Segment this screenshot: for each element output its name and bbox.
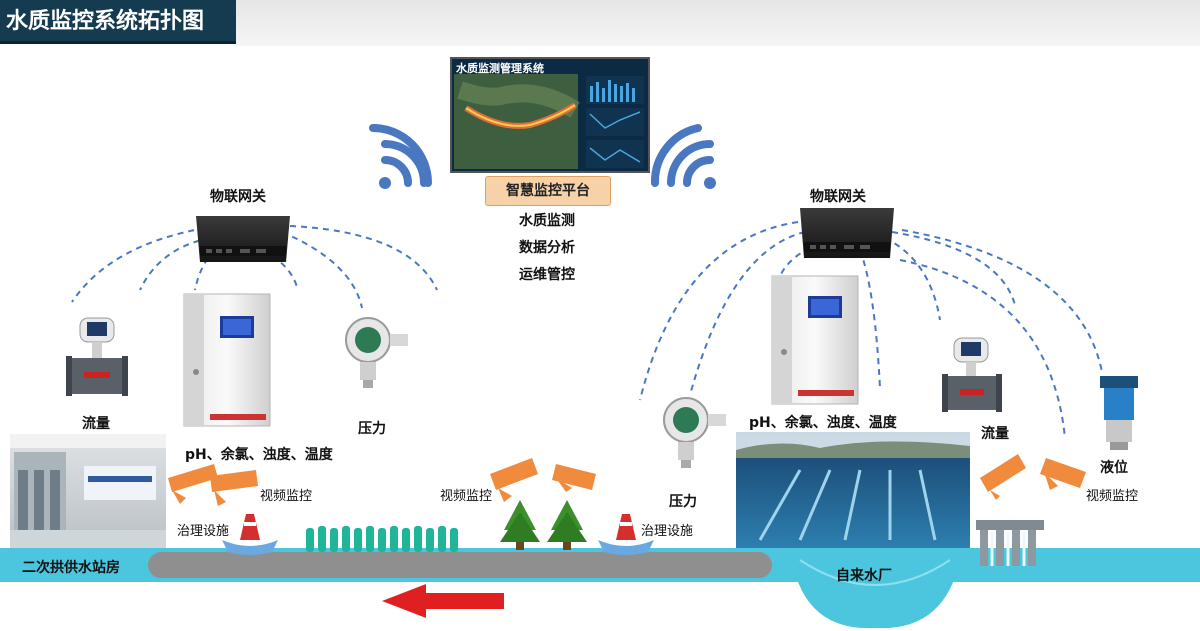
right-params-label: pH、余氯、浊度、温度	[749, 415, 897, 431]
camera-icon	[980, 454, 1026, 500]
left-pressure-label: 压力	[358, 421, 386, 437]
pressure-gauge-icon	[345, 317, 408, 388]
page-title: 水质监控系统拓扑图	[0, 0, 236, 44]
water-plant-photo	[736, 432, 970, 548]
middle-pressure-label: 压力	[669, 494, 697, 510]
left-gateway-label: 物联网关	[210, 189, 266, 205]
gateway-icon	[800, 208, 894, 258]
pressure-gauge-icon	[663, 397, 726, 468]
gateway-icon	[196, 216, 290, 262]
intake-structure	[976, 520, 1044, 566]
level-sensor-icon	[1100, 376, 1138, 450]
wifi-icon	[650, 124, 716, 189]
right-flow-label: 流量	[981, 426, 1009, 442]
signal-links-right	[639, 221, 1103, 439]
middle-video-label: 视频监控	[440, 489, 493, 504]
header-strip	[236, 0, 1200, 46]
pipeline	[148, 552, 772, 578]
tree-icon	[547, 500, 587, 550]
camera-icon	[490, 458, 538, 502]
platform-screen-title: 水质监测管理系统	[456, 62, 544, 75]
flowmeter-icon	[66, 317, 128, 396]
wifi-icon	[369, 124, 432, 189]
right-video-label: 视频监控	[1086, 489, 1139, 504]
platform-function-2: 数据分析	[519, 240, 575, 256]
pump-station-photo	[10, 434, 166, 548]
right-level-label: 液位	[1100, 460, 1128, 476]
camera-icon	[210, 470, 258, 506]
analyzer-cabinet-icon	[183, 293, 271, 427]
buoy-icon	[598, 514, 654, 555]
platform-screen	[450, 57, 650, 173]
right-gateway-label: 物联网关	[810, 189, 866, 205]
analyzer-cabinet-icon	[771, 275, 859, 405]
left-params-label: pH、余氯、浊度、温度	[185, 447, 333, 463]
middle-treatment-label: 治理设施	[641, 524, 694, 539]
left-treatment-label: 治理设施	[177, 524, 230, 539]
platform-function-3: 运维管控	[519, 267, 575, 283]
left-video-label: 视频监控	[260, 489, 313, 504]
flowmeter-icon	[942, 337, 1002, 412]
pump-station-label: 二次拱供水站房	[22, 560, 120, 576]
flow-arrow-icon	[382, 584, 504, 618]
platform-function-1: 水质监测	[519, 213, 575, 229]
buoy-icon	[222, 514, 278, 555]
left-flow-label: 流量	[82, 416, 110, 432]
camera-icon	[552, 464, 596, 492]
camera-icon	[168, 464, 218, 504]
aquatic-plants	[306, 526, 458, 552]
tree-icon	[500, 500, 540, 550]
water-plant-label: 自来水厂	[836, 568, 892, 584]
platform-label: 智慧监控平台	[485, 176, 611, 206]
camera-icon	[1040, 458, 1086, 490]
